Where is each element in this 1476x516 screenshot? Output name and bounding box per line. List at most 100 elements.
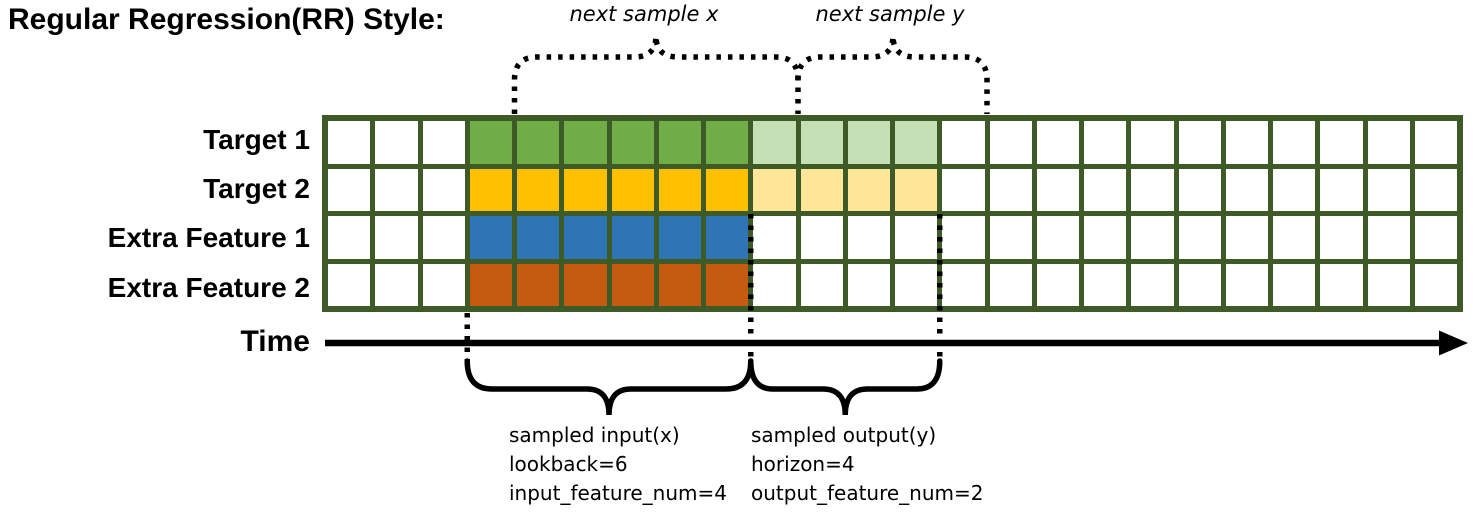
cell-r0-c4 — [517, 121, 560, 164]
cell-r0-c7 — [658, 121, 701, 164]
cell-r1-c16 — [1084, 168, 1127, 211]
cell-r3-c14 — [989, 263, 1032, 306]
cell-r3-c8 — [706, 263, 749, 306]
cell-r1-c3 — [469, 168, 512, 211]
input-feature-num-line: input_feature_num=4 — [509, 481, 727, 505]
lookback-line: lookback=6 — [509, 452, 628, 476]
cell-r0-c13 — [942, 121, 985, 164]
next-sample-x-brace — [511, 35, 801, 114]
cell-r3-c2 — [422, 263, 465, 306]
cell-r2-c18 — [1178, 216, 1221, 259]
row-label-target-2: Target 2 — [203, 172, 310, 204]
cell-r1-c5 — [564, 168, 607, 211]
cell-r1-c1 — [375, 168, 418, 211]
output-window-caption: sampled output(y) horizon=4 output_featu… — [751, 421, 984, 508]
cell-r2-c6 — [611, 216, 654, 259]
cell-r1-c14 — [989, 168, 1032, 211]
cell-r2-c9 — [753, 216, 796, 259]
cell-r1-c18 — [1178, 168, 1221, 211]
cell-r0-c19 — [1225, 121, 1268, 164]
input-window-caption: sampled input(x) lookback=6 input_featur… — [509, 421, 727, 508]
cell-r3-c11 — [847, 263, 890, 306]
cell-r0-c6 — [611, 121, 654, 164]
cell-r1-c9 — [753, 168, 796, 211]
cell-r2-c2 — [422, 216, 465, 259]
cell-r3-c5 — [564, 263, 607, 306]
cell-r3-c3 — [469, 263, 512, 306]
next-sample-y-brace — [795, 35, 990, 114]
cell-r0-c16 — [1084, 121, 1127, 164]
cell-r2-c12 — [895, 216, 938, 259]
cell-r0-c10 — [800, 121, 843, 164]
cell-r2-c11 — [847, 216, 890, 259]
cell-r3-c0 — [328, 263, 371, 306]
time-label: Time — [240, 325, 310, 358]
cell-r1-c23 — [1414, 168, 1457, 211]
cell-r0-c17 — [1131, 121, 1174, 164]
cell-r2-c5 — [564, 216, 607, 259]
cell-r0-c20 — [1273, 121, 1316, 164]
row-label-extra-feature-1: Extra Feature 1 — [107, 221, 310, 253]
cell-r2-c13 — [942, 216, 985, 259]
cell-r1-c4 — [517, 168, 560, 211]
cell-r3-c16 — [1084, 263, 1127, 306]
cell-r0-c11 — [847, 121, 890, 164]
cell-r1-c8 — [706, 168, 749, 211]
cell-r2-c20 — [1273, 216, 1316, 259]
cell-r3-c19 — [1225, 263, 1268, 306]
cell-r1-c22 — [1367, 168, 1410, 211]
cell-r0-c21 — [1320, 121, 1363, 164]
cell-r1-c0 — [328, 168, 371, 211]
cell-r2-c23 — [1414, 216, 1457, 259]
cell-r2-c3 — [469, 216, 512, 259]
cell-r0-c8 — [706, 121, 749, 164]
cell-r1-c11 — [847, 168, 890, 211]
cell-r3-c6 — [611, 263, 654, 306]
cell-r3-c4 — [517, 263, 560, 306]
cell-r2-c17 — [1131, 216, 1174, 259]
cell-r3-c21 — [1320, 263, 1363, 306]
cell-r1-c2 — [422, 168, 465, 211]
cell-r2-c0 — [328, 216, 371, 259]
cell-r3-c1 — [375, 263, 418, 306]
cell-r0-c0 — [328, 121, 371, 164]
timeseries-grid — [322, 115, 1463, 312]
cell-r1-c6 — [611, 168, 654, 211]
cell-r1-c21 — [1320, 168, 1363, 211]
cell-r3-c15 — [1036, 263, 1079, 306]
cell-r1-c15 — [1036, 168, 1079, 211]
cell-r2-c19 — [1225, 216, 1268, 259]
next-sample-x-label: next sample x — [569, 2, 719, 26]
cell-r0-c18 — [1178, 121, 1221, 164]
cell-r0-c9 — [753, 121, 796, 164]
row-label-target-1: Target 1 — [203, 123, 310, 155]
cell-r1-c13 — [942, 168, 985, 211]
cell-r1-c10 — [800, 168, 843, 211]
cell-r0-c15 — [1036, 121, 1079, 164]
cell-r1-c12 — [895, 168, 938, 211]
cell-r1-c17 — [1131, 168, 1174, 211]
cell-r3-c20 — [1273, 263, 1316, 306]
cell-r2-c21 — [1320, 216, 1363, 259]
cell-r2-c10 — [800, 216, 843, 259]
cell-r0-c22 — [1367, 121, 1410, 164]
cell-r1-c7 — [658, 168, 701, 211]
cell-r0-c3 — [469, 121, 512, 164]
cell-r3-c9 — [753, 263, 796, 306]
cell-r2-c16 — [1084, 216, 1127, 259]
cell-r0-c1 — [375, 121, 418, 164]
cell-r0-c12 — [895, 121, 938, 164]
cell-r2-c14 — [989, 216, 1032, 259]
cell-r3-c22 — [1367, 263, 1410, 306]
cell-r2-c7 — [658, 216, 701, 259]
time-arrowhead — [1439, 330, 1468, 356]
cell-r0-c14 — [989, 121, 1032, 164]
cell-r0-c23 — [1414, 121, 1457, 164]
time-arrow — [325, 330, 1468, 356]
output-window-brace — [748, 358, 943, 416]
cell-r0-c2 — [422, 121, 465, 164]
cell-r1-c19 — [1225, 168, 1268, 211]
diagram-title: Regular Regression(RR) Style: — [8, 3, 445, 36]
sampled-output-line: sampled output(y) — [751, 423, 937, 447]
